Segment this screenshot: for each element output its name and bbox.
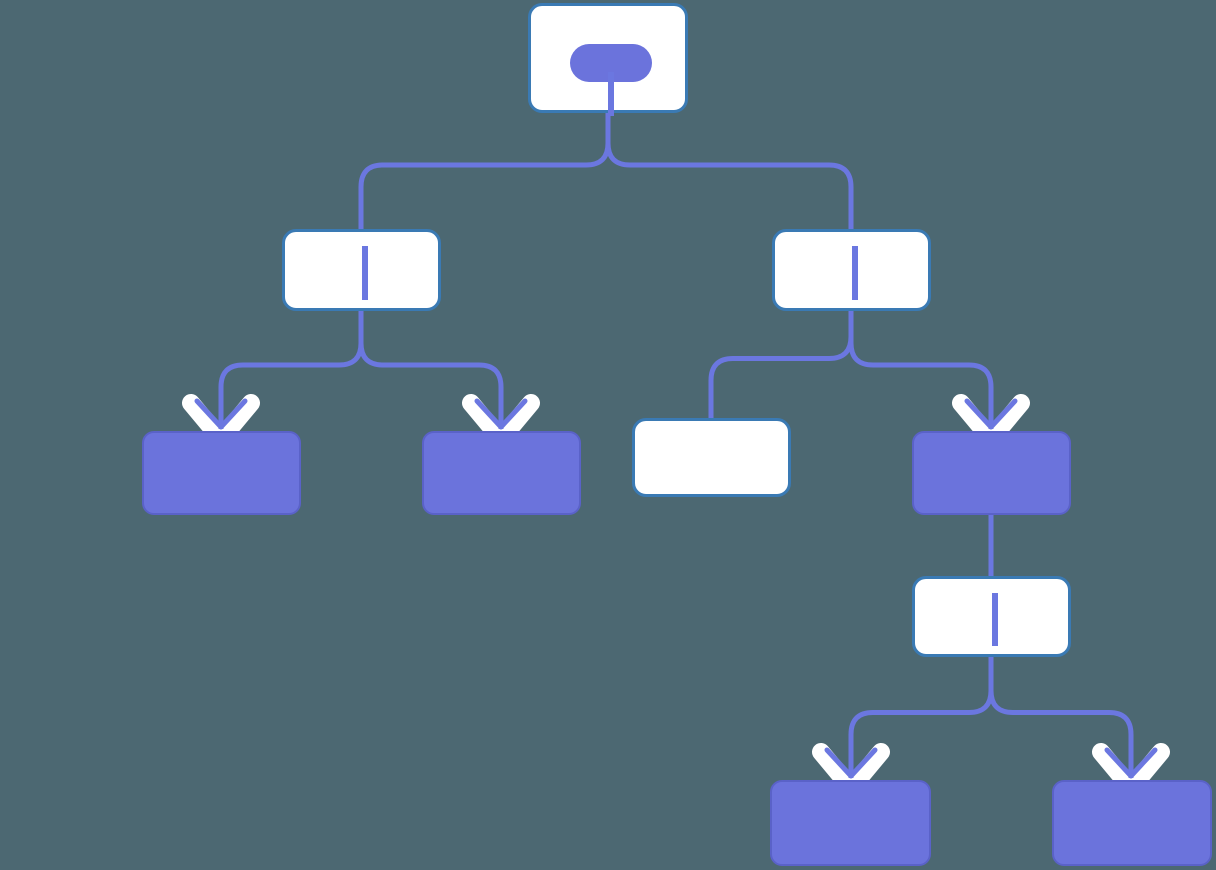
level3-white-leaf[interactable] <box>632 418 791 497</box>
edge-level4-to-leaf-two[interactable] <box>988 657 1134 780</box>
root-stub-line <box>608 72 614 116</box>
level3-branch-node[interactable] <box>912 431 1071 515</box>
level4-white-node[interactable] <box>912 576 1071 657</box>
edge-level2-right-to-branch[interactable] <box>848 311 994 431</box>
node-through-line <box>991 593 998 646</box>
level5-leaf-one[interactable] <box>770 780 931 866</box>
root-node[interactable] <box>528 3 688 116</box>
level2-left-node[interactable] <box>282 229 441 311</box>
level3-leaf-one[interactable] <box>142 431 301 515</box>
level3-leaf-two[interactable] <box>422 431 581 515</box>
node-through-line <box>361 246 368 300</box>
edge-level2-left-to-leaf-two[interactable] <box>358 311 504 431</box>
node-through-line <box>851 246 858 300</box>
level2-right-node[interactable] <box>772 229 931 311</box>
edge-root-to-level2-right[interactable] <box>605 113 854 229</box>
level5-leaf-two[interactable] <box>1052 780 1212 866</box>
